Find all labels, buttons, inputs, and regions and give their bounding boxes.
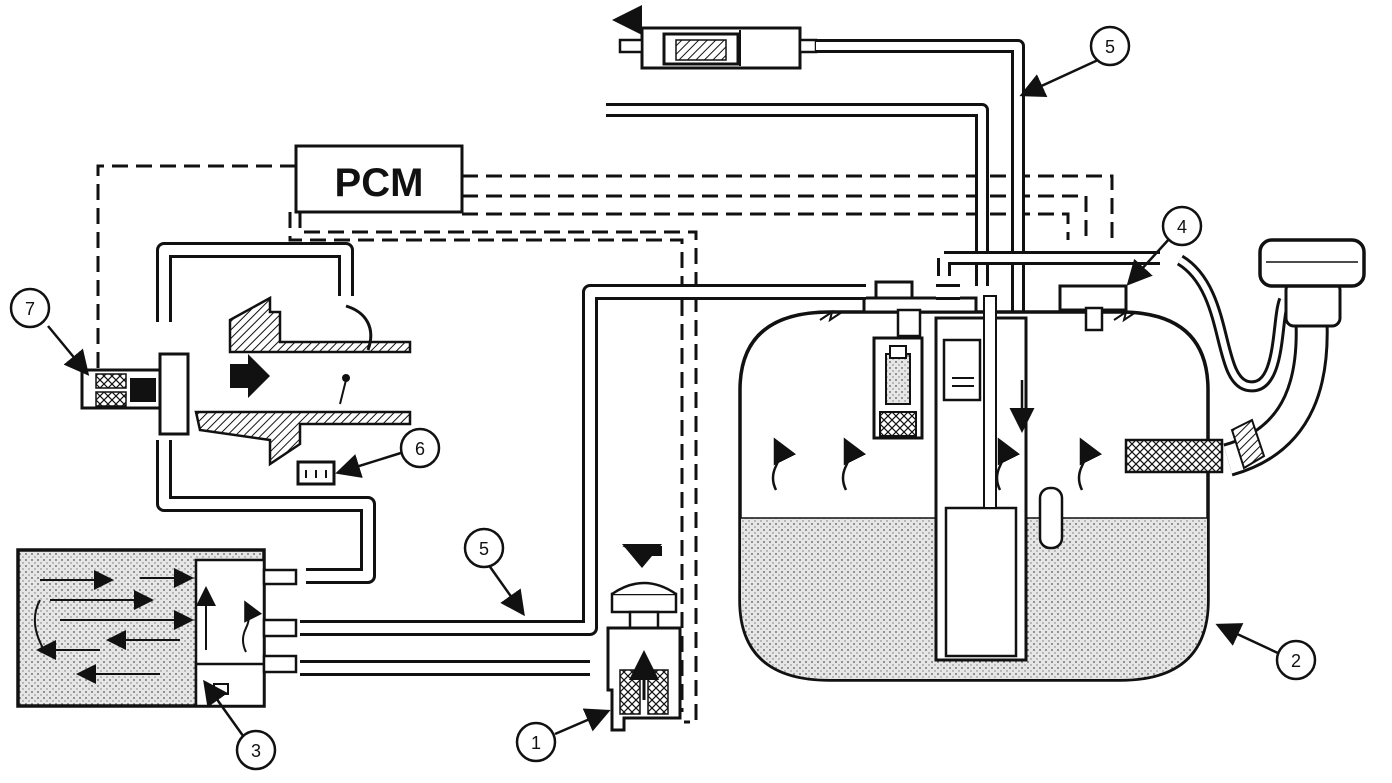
vent-filter-assembly [612,5,818,70]
callout-3: 3 [235,729,277,771]
fuel-tank [738,295,1224,682]
charcoal-canister [16,548,298,708]
callouts [47,58,1281,741]
pcm-wiring [96,164,1114,724]
callout-4-label: 4 [1177,217,1187,237]
callout-4: 4 [1161,205,1203,247]
callout-5-bottom-label: 5 [479,539,489,559]
callout-5-top-label: 5 [1105,37,1115,57]
callout-1-label: 1 [531,733,541,753]
pcm-module: PCM [294,144,464,214]
filler-neck [1176,238,1366,477]
callout-2: 2 [1275,639,1317,681]
callout-6: 6 [399,427,441,469]
callout-2-label: 2 [1291,651,1301,671]
check-valve [296,460,336,486]
pcm-label: PCM [335,161,424,205]
callout-7: 7 [9,287,51,329]
callout-1: 1 [515,721,557,763]
purge-solenoid [80,352,190,436]
callout-7-label: 7 [25,299,35,319]
canister-vent-valve [606,544,682,732]
callout-5-top: 5 [1089,25,1131,67]
callout-3-label: 3 [251,741,261,761]
tank-top-valves [819,251,1160,338]
callout-6-label: 6 [415,439,425,459]
throttle-body [194,295,412,467]
callout-5-bottom: 5 [463,527,505,569]
